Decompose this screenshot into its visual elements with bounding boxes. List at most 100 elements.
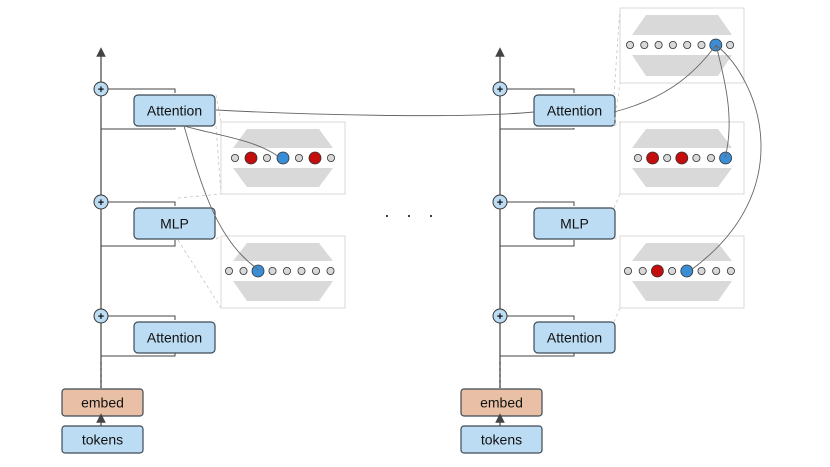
- neuron-red: [646, 151, 659, 165]
- neuron-panel-right-mid: [613, 121, 745, 209]
- layer-shape-upper: [233, 129, 333, 148]
- block-label: Attention: [147, 330, 202, 346]
- layer-shape-lower: [233, 168, 333, 187]
- panel-connector: [613, 307, 621, 323]
- panel-connector: [215, 125, 222, 195]
- residual-add-icon: +: [93, 194, 109, 210]
- embed-label: embed: [81, 395, 124, 411]
- layer-shape-upper: [632, 129, 732, 148]
- left-mlp-block: MLP: [133, 207, 216, 240]
- neuron-gray: [726, 266, 735, 275]
- cross-stack-curve: [215, 109, 535, 117]
- neuron-blue: [680, 264, 694, 278]
- panel-connector: [613, 235, 621, 240]
- block-label: Attention: [547, 330, 602, 346]
- left-tokens-block: tokens: [61, 425, 144, 454]
- right-attention-block-bottom: Attention: [533, 321, 616, 354]
- panel-connector: [215, 235, 222, 240]
- ellipsis: . . .: [384, 201, 439, 221]
- neuron-gray: [326, 153, 335, 162]
- neuron-panel-right-top: [613, 7, 745, 127]
- panel-connector: [613, 121, 621, 127]
- right-tokens-block: tokens: [460, 425, 543, 454]
- right-branch-bottom: [500, 315, 575, 357]
- layer-shape-upper: [632, 15, 732, 35]
- residual-add-icon: +: [93, 308, 109, 324]
- neuron-red: [244, 151, 258, 165]
- neuron-gray: [663, 153, 672, 162]
- neuron-gray: [282, 266, 291, 275]
- neuron-gray: [683, 41, 692, 50]
- neuron-gray: [626, 41, 635, 50]
- residual-add-icon: +: [492, 81, 508, 97]
- neuron-red: [675, 151, 689, 165]
- neuron-panel-left-upper: [177, 94, 346, 199]
- left-branch-top: [101, 88, 176, 130]
- layer-shape-lower: [233, 281, 333, 301]
- panel-connector: [215, 94, 222, 123]
- plus-symbol: +: [98, 84, 104, 96]
- right-embed-block: embed: [460, 388, 543, 417]
- neuron-panel-right-low: [613, 235, 745, 323]
- tokens-label: tokens: [82, 432, 123, 448]
- neuron-gray: [726, 41, 735, 50]
- neuron-gray: [326, 266, 335, 275]
- right-stack: + + + Attention MLP Attention embed: [460, 47, 616, 454]
- neuron-gray: [624, 266, 633, 275]
- right-attention-to-top-neuron: [613, 44, 717, 113]
- left-branch-mid: [101, 201, 176, 247]
- top-neuron-to-low-neuron: [690, 44, 762, 271]
- neuron-gray: [294, 153, 303, 162]
- neuron-blue: [251, 264, 265, 278]
- plus-symbol: +: [98, 197, 104, 209]
- neuron-gray: [297, 266, 306, 275]
- panel-connector: [613, 7, 621, 96]
- left-stack: + + + Attention MLP Attention embed: [61, 47, 216, 454]
- layer-shape-lower: [632, 55, 732, 76]
- residual-add-icon: +: [93, 81, 109, 97]
- neuron-gray: [311, 266, 320, 275]
- left-attention-block-top: Attention: [133, 94, 216, 127]
- panel-connector: [177, 193, 222, 199]
- plus-symbol: +: [497, 311, 503, 323]
- neuron-gray: [262, 153, 271, 162]
- block-label: MLP: [560, 216, 589, 232]
- block-label: Attention: [547, 103, 602, 119]
- neuron-gray: [268, 266, 277, 275]
- neuron-gray: [668, 266, 677, 275]
- layer-shape-upper: [233, 243, 333, 261]
- neuron-blue: [719, 151, 732, 165]
- residual-add-icon: +: [492, 194, 508, 210]
- neuron-gray: [707, 153, 716, 162]
- neuron-panels: [177, 7, 745, 323]
- left-attention-block-bottom: Attention: [133, 321, 216, 354]
- right-mlp-block: MLP: [533, 207, 616, 240]
- plus-symbol: +: [98, 311, 104, 323]
- block-label: Attention: [147, 103, 202, 119]
- left-embed-block: embed: [61, 388, 144, 417]
- layer-shape-lower: [632, 168, 732, 187]
- left-branch-bottom: [101, 315, 176, 357]
- block-label: MLP: [160, 216, 189, 232]
- right-attention-block-top: Attention: [533, 94, 616, 127]
- neuron-gray: [634, 153, 643, 162]
- neuron-gray: [224, 266, 233, 275]
- neuron-gray: [712, 266, 721, 275]
- neuron-panel-left-lower: [177, 235, 346, 309]
- plus-symbol: +: [497, 84, 503, 96]
- neuron-gray: [692, 153, 701, 162]
- neuron-gray: [230, 153, 239, 162]
- tokens-label: tokens: [481, 432, 522, 448]
- neuron-gray: [697, 266, 706, 275]
- neuron-gray: [640, 41, 649, 50]
- neuron-blue: [276, 151, 290, 165]
- right-branch-top: [500, 88, 575, 130]
- connection-curves: [183, 44, 762, 271]
- neuron-gray: [668, 41, 677, 50]
- left-attention-to-lower-neuron: [183, 125, 260, 271]
- top-neuron-to-mid-neuron: [715, 44, 730, 159]
- layer-shape-lower: [632, 281, 732, 301]
- plus-symbol: +: [497, 197, 503, 209]
- panel-connector: [613, 82, 621, 127]
- neuron-gray: [239, 266, 248, 275]
